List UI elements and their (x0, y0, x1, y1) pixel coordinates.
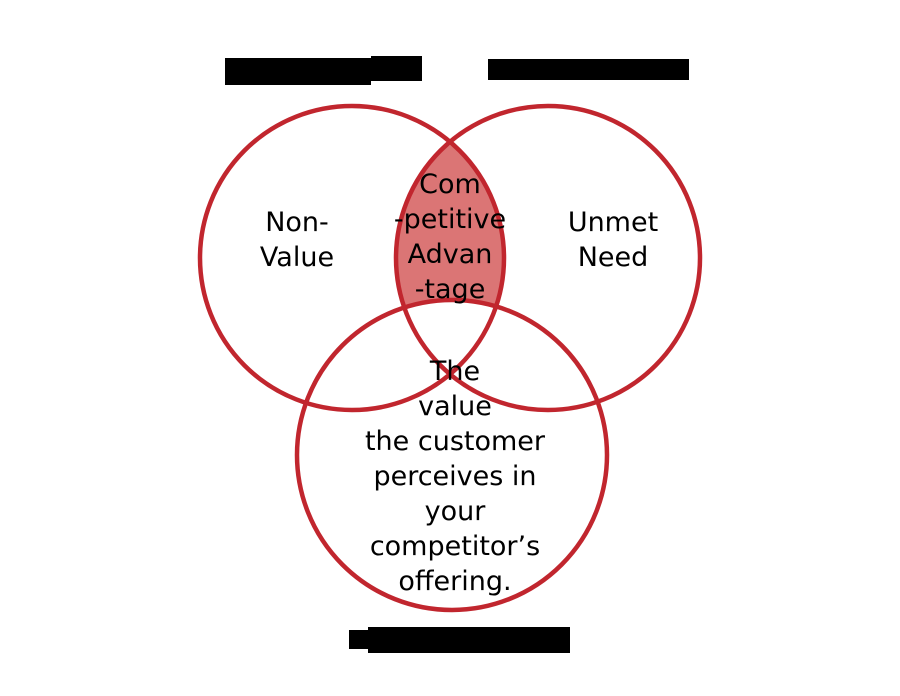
right-circle (393, 103, 703, 413)
bottom-circle (294, 297, 610, 613)
competitive-advantage-label: Com -petitive Advan -tage (393, 169, 507, 305)
right-circle-label: Unmet Need (567, 207, 659, 273)
left-circle-label: Non- Value (259, 207, 335, 273)
redacted-label-bottom-b (368, 627, 570, 653)
competitive-advantage-region (396, 142, 504, 308)
redacted-label-top-right (488, 59, 689, 80)
redacted-label-top-left-a (225, 58, 371, 85)
redacted-label-bottom-a (349, 630, 369, 649)
redacted-label-top-left-b (371, 56, 422, 81)
bottom-circle-label: The value the customer perceives in your… (364, 356, 546, 597)
left-circle (197, 103, 507, 413)
